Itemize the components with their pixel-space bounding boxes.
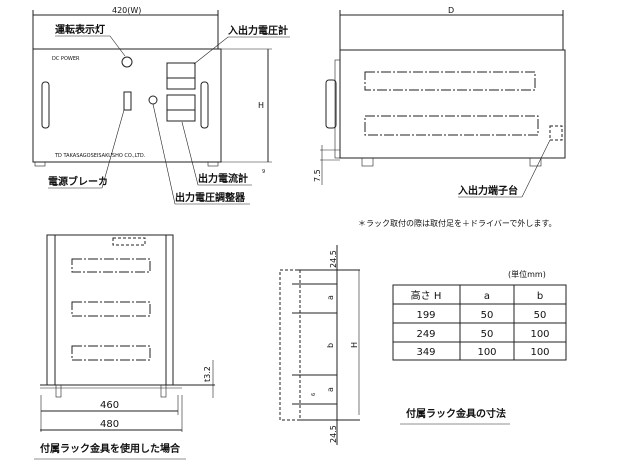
- bottom-margin-dimension: 24.5: [329, 425, 338, 443]
- callout-run-lamp: 運転表示灯: [55, 23, 105, 36]
- side-foot-dimension: 7.5: [313, 169, 322, 182]
- foot-dimension: 9: [262, 169, 265, 175]
- side-view: D 7.5 入出力端子台 ＊ラック取付の際は取付足を＋ドライバーで外します。: [313, 6, 566, 228]
- height-dimension: H: [258, 101, 264, 110]
- hole-dimension: 6: [311, 393, 317, 396]
- outer-width-dimension: 480: [100, 419, 119, 430]
- b-dimension: b: [326, 343, 335, 348]
- output-ammeter: [166, 94, 196, 122]
- callout-voltage-adjuster: 出力電圧調整器: [175, 191, 246, 204]
- table-header: b: [537, 291, 543, 302]
- thickness-dimension: t3.2: [203, 366, 212, 382]
- dimension-table: (単位mm) 高さ H a b 199 50 50 249 50 100 349…: [392, 269, 567, 361]
- front-panel: [32, 48, 222, 163]
- rack-bracket-view: 24.5 24.5 a b a H 6 付属ラック金具の寸法: [279, 245, 510, 445]
- callout-output-ammeter: 出力電流計: [198, 172, 248, 185]
- side-panel: [339, 49, 566, 159]
- table-cell: 249: [416, 329, 435, 340]
- width-dimension: 420(W): [112, 6, 141, 15]
- vent-slot: [71, 258, 151, 273]
- terminal-block: [549, 125, 563, 141]
- table-cell: 50: [481, 310, 494, 321]
- run-lamp: [121, 56, 133, 68]
- h-dimension: H: [350, 342, 359, 348]
- table-cell: 349: [416, 347, 435, 358]
- a-dimension-lower: a: [326, 387, 335, 392]
- vent-slot: [364, 71, 536, 91]
- front-view: 420(W) DC POWER TD TAKASAGOSEISAKUSHO CO…: [32, 6, 290, 205]
- panel-text: DC POWER: [52, 56, 80, 62]
- right-handle: [200, 81, 209, 129]
- rack-mount-note: ＊ラック取付の際は取付足を＋ドライバーで外します。: [358, 218, 557, 228]
- callout-power-breaker: 電源ブレーカ: [48, 175, 108, 188]
- power-breaker: [123, 91, 132, 111]
- table-header: 高さ H: [411, 289, 442, 302]
- callout-terminal-block: 入出力端子台: [458, 184, 518, 197]
- inner-width-dimension: 460: [100, 400, 119, 411]
- table-cell: 199: [416, 310, 435, 321]
- maker-text: TD TAKASAGOSEISAKUSHO CO.,LTD.: [54, 153, 146, 159]
- io-voltmeter: [166, 62, 196, 90]
- table-cell: 100: [530, 347, 549, 358]
- callout-io-voltmeter: 入出力電圧計: [228, 24, 288, 37]
- table-cell: 100: [530, 329, 549, 340]
- table-header: a: [484, 291, 490, 302]
- rack-mount-view: 460 480 t3.2 付属ラック金具を使用した場合: [34, 234, 215, 460]
- rack-view-caption: 付属ラック金具を使用した場合: [40, 442, 181, 455]
- bracket-caption: 付属ラック金具の寸法: [406, 407, 506, 420]
- vent-slot: [364, 115, 539, 136]
- vent-slot: [71, 301, 151, 317]
- voltage-adjuster-knob: [148, 95, 158, 105]
- a-dimension-upper: a: [326, 295, 335, 300]
- left-handle: [41, 81, 50, 129]
- table-cell: 50: [481, 329, 494, 340]
- depth-dimension: D: [448, 6, 454, 15]
- top-margin-dimension: 24.5: [329, 250, 338, 268]
- side-handle: [325, 79, 337, 129]
- table-cell: 100: [477, 347, 496, 358]
- vent-slot: [71, 345, 151, 361]
- table-cell: 50: [534, 310, 547, 321]
- unit-label: (単位mm): [508, 269, 546, 279]
